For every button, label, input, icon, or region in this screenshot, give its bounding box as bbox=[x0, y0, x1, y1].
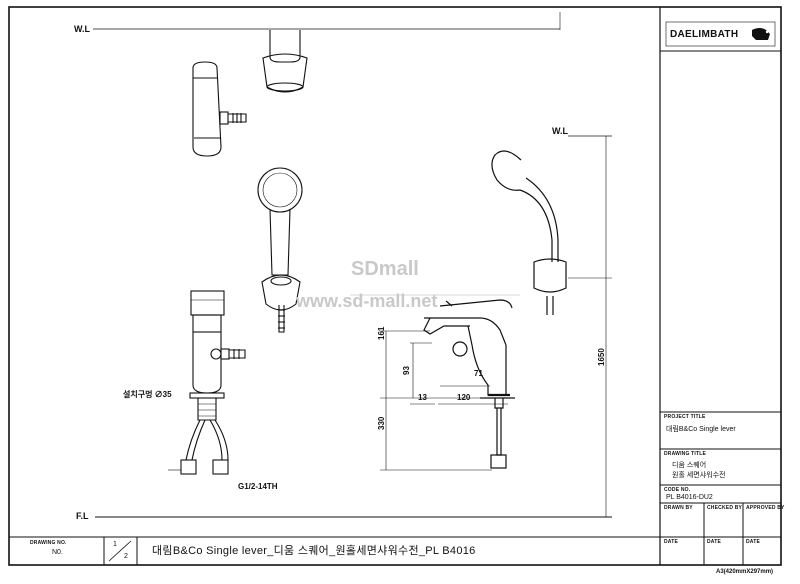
dim-71: 71 bbox=[474, 369, 483, 378]
dim-330: 330 bbox=[377, 416, 386, 430]
drawing-title-label: DRAWING TITLE bbox=[664, 451, 707, 457]
bear-logo-icon bbox=[752, 28, 770, 40]
dim-13: 13 bbox=[418, 393, 427, 402]
dimension-lines bbox=[380, 136, 612, 517]
project-title-value: 대림B&Co Single lever bbox=[666, 426, 736, 433]
thread-note: G1/2-14TH bbox=[238, 482, 278, 491]
drawing-title-line2: 원홀 세면샤워수전 bbox=[672, 472, 726, 479]
sheet-border bbox=[8, 6, 782, 566]
faucet-assembly-side-view bbox=[423, 150, 567, 469]
approved-by-label: APPROVED BY bbox=[746, 505, 785, 511]
sheet-total: 2 bbox=[124, 553, 128, 560]
drawn-by-label: DRAWN BY bbox=[664, 505, 693, 511]
project-title-label: PROJECT TITLE bbox=[664, 414, 706, 420]
water-line-side-label: W.L bbox=[552, 126, 568, 136]
code-no-value: PL B4016-DU2 bbox=[666, 494, 713, 501]
drawing-title-line1: 디움 스퀘어 bbox=[672, 462, 707, 469]
faucet-side-view bbox=[192, 61, 247, 157]
drawing-no-label: DRAWING NO. bbox=[30, 540, 67, 546]
checked-by-label: CHECKED BY bbox=[707, 505, 743, 511]
sheet-number: 1 bbox=[113, 541, 117, 548]
dim-120: 120 bbox=[457, 393, 471, 402]
dim-93: 93 bbox=[402, 366, 411, 375]
paper-size: A3(420mmX297mm) bbox=[716, 569, 774, 575]
hand-shower-front-view bbox=[257, 167, 303, 333]
footer-row bbox=[9, 536, 660, 565]
floor-line-label: F.L bbox=[76, 511, 89, 521]
dim-1650: 1650 bbox=[597, 348, 606, 366]
logo-box bbox=[665, 21, 776, 47]
install-hole-note: 설치구멍 ∅35 bbox=[123, 390, 172, 399]
water-line-top-label: W.L bbox=[74, 24, 90, 34]
drawing-no-value: N0. bbox=[52, 549, 63, 556]
title-block bbox=[659, 7, 781, 565]
code-no-label: CODE NO. bbox=[664, 487, 691, 493]
footer-title: 대림B&Co Single lever_디움 스퀘어_원홀세면샤워수전_PL B… bbox=[152, 545, 476, 557]
brand-logo-text: DAELIMBATH bbox=[670, 29, 739, 40]
date-label-3: DATE bbox=[746, 539, 761, 545]
watermark-line2: www.sd-mall.net bbox=[296, 291, 438, 311]
faucet-front-view bbox=[168, 290, 246, 475]
dim-161: 161 bbox=[377, 326, 386, 340]
watermark-line1: SDmall bbox=[351, 258, 419, 280]
date-label-2: DATE bbox=[707, 539, 722, 545]
date-label-1: DATE bbox=[664, 539, 679, 545]
wall-bracket-top-view bbox=[262, 30, 308, 93]
